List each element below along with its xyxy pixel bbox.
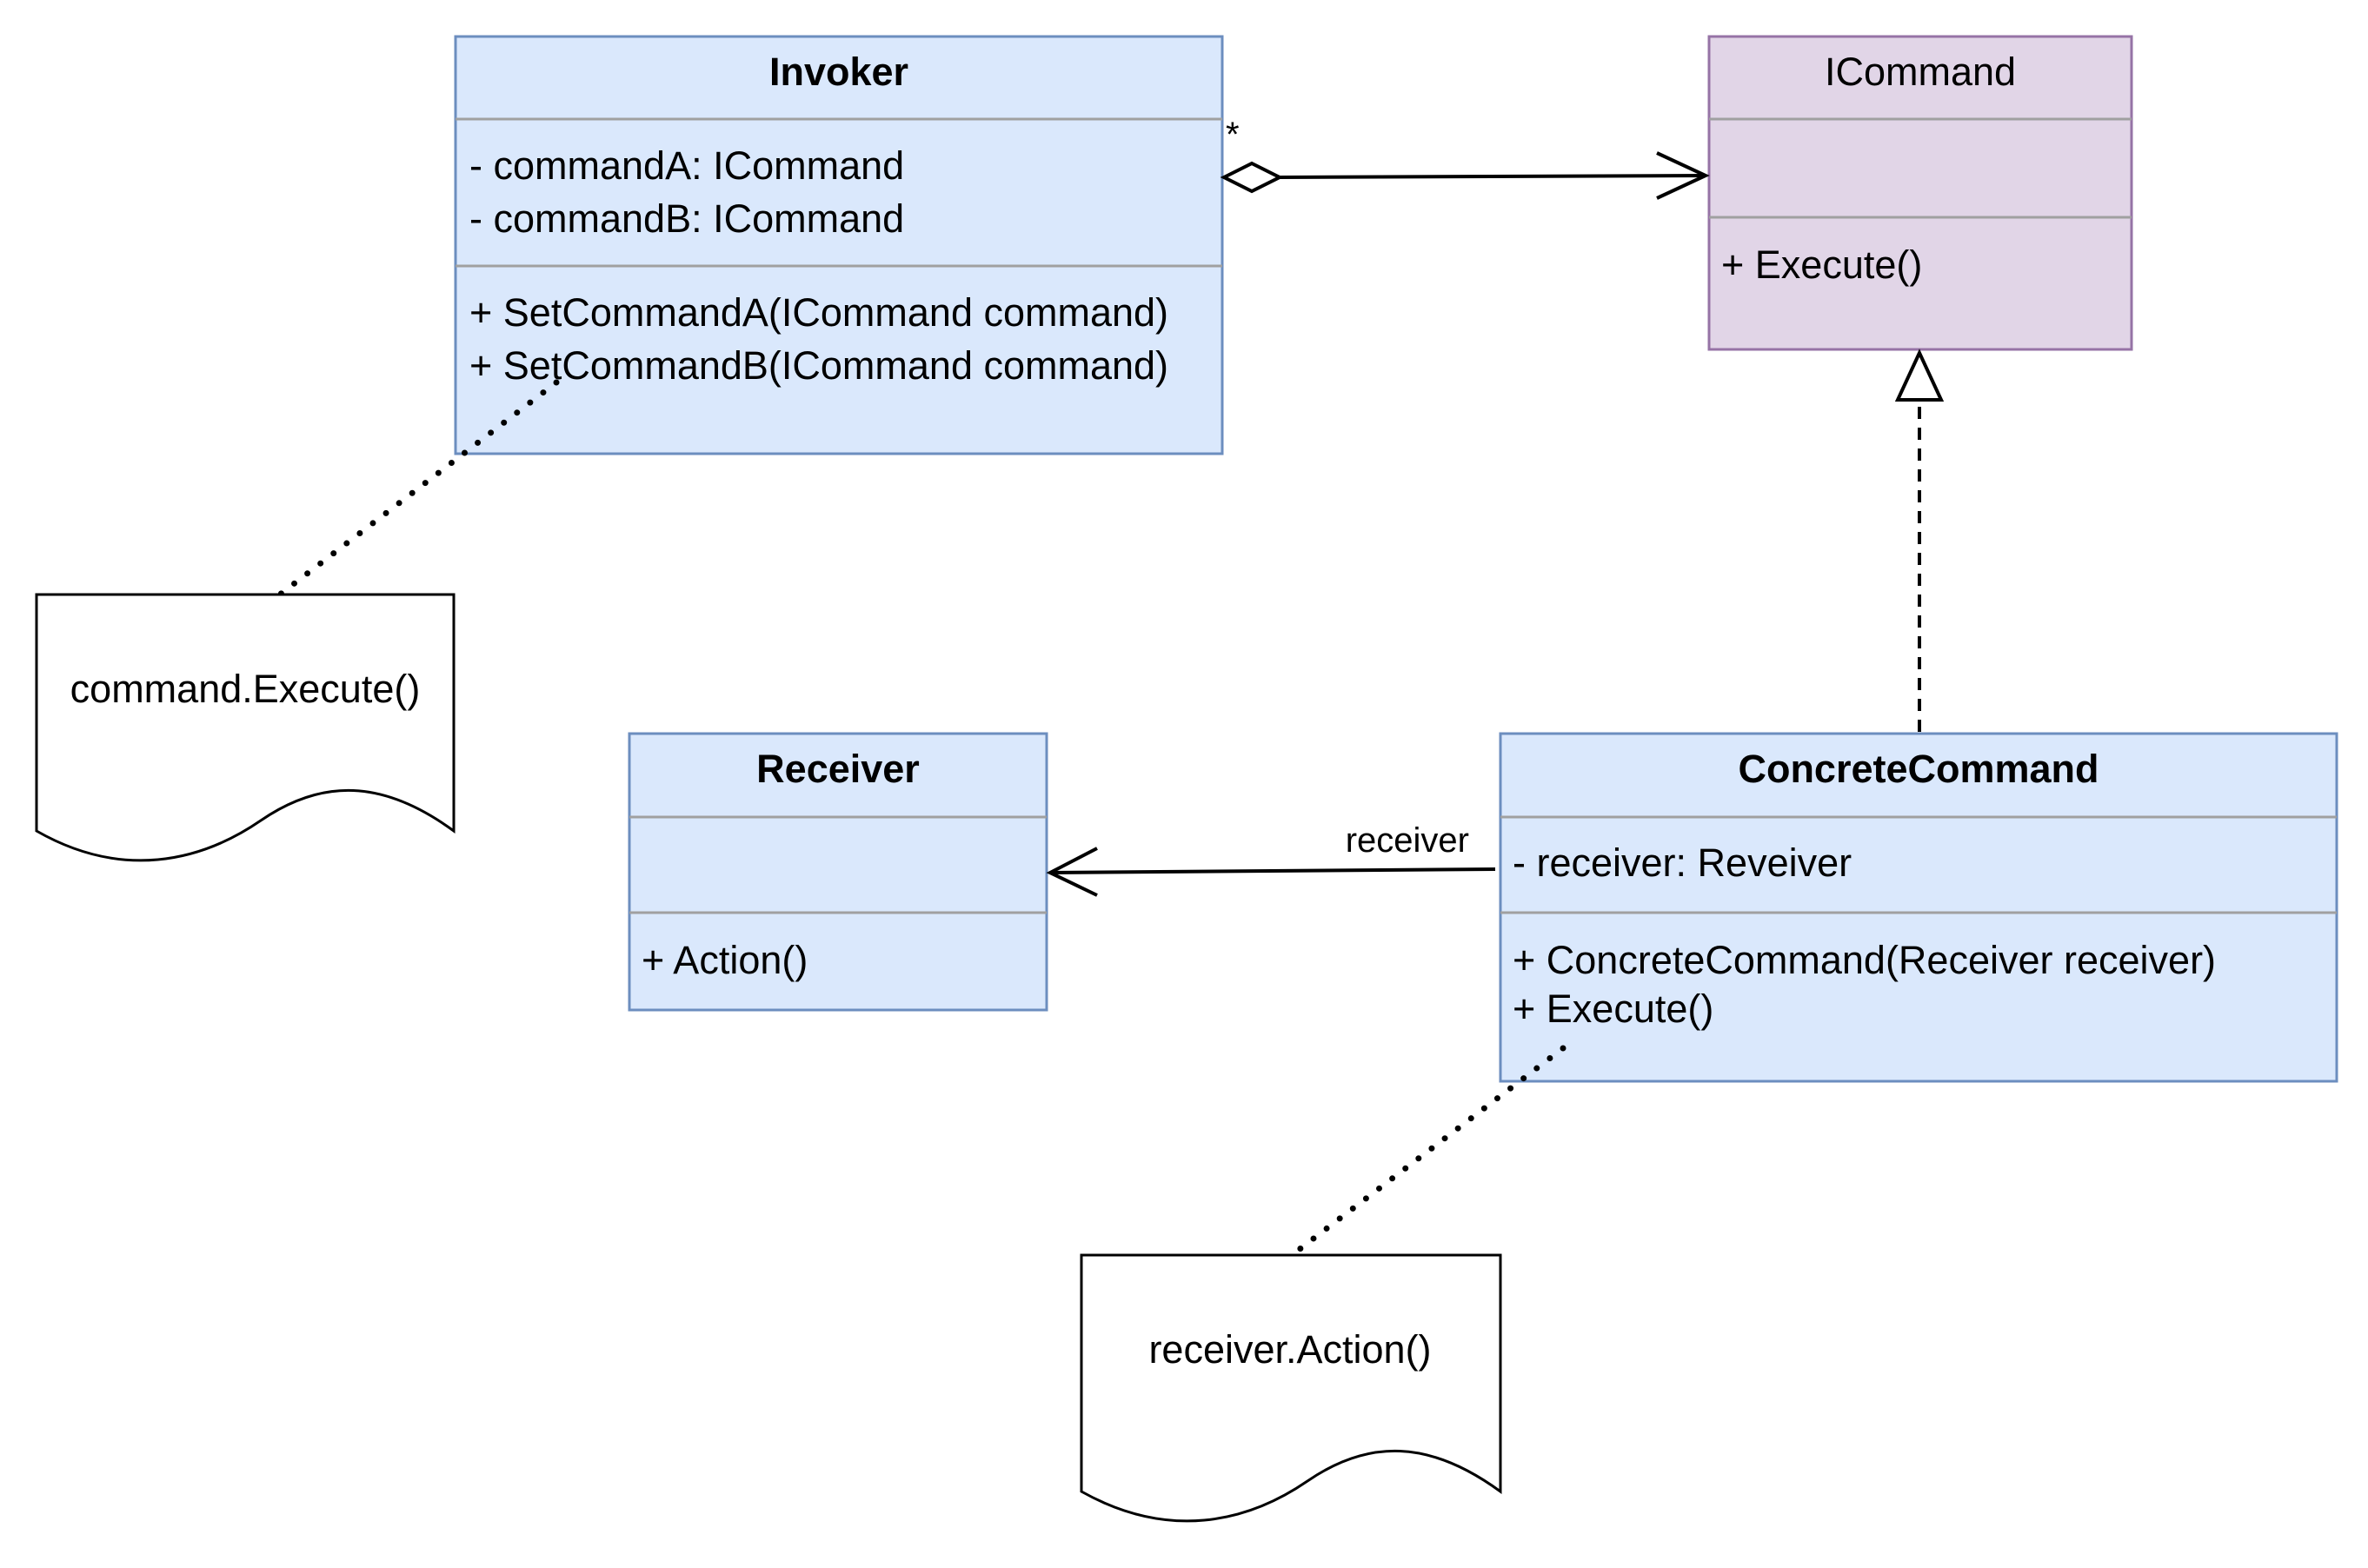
concrete-command-note[interactable]: receiver.Action()	[1080, 1045, 1566, 1523]
association-edge[interactable]: receiver	[1046, 821, 1496, 897]
aggregation-edge[interactable]: *	[1220, 116, 1710, 200]
invoker-name: Invoker	[769, 50, 908, 94]
invoker-note[interactable]: command.Execute()	[35, 379, 560, 862]
receiver-method-0: + Action()	[642, 938, 808, 982]
receiver-class[interactable]: Receiver + Action()	[628, 732, 1048, 1012]
association-arrowhead	[1046, 847, 1098, 897]
concrete-command-note-shape	[1080, 1253, 1502, 1523]
association-label: receiver	[1346, 821, 1469, 860]
concrete-command-box	[1499, 732, 2338, 1083]
invoker-note-connector	[276, 379, 560, 598]
icommand-box	[1707, 35, 2133, 351]
concrete-command-name: ConcreteCommand	[1738, 747, 2099, 791]
concrete-command-class[interactable]: ConcreteCommand - receiver: Reveiver + C…	[1499, 732, 2338, 1083]
receiver-box	[628, 732, 1048, 1012]
aggregation-multiplicity: *	[1226, 116, 1240, 154]
icommand-interface[interactable]: ICommand + Execute()	[1707, 35, 2133, 351]
realization-edge[interactable]	[1894, 349, 1945, 732]
realization-triangle	[1894, 349, 1945, 402]
receiver-name: Receiver	[756, 747, 920, 791]
concrete-command-method-1: + Execute()	[1513, 987, 1713, 1031]
invoker-note-shape	[35, 593, 456, 862]
icommand-name: ICommand	[1825, 50, 2016, 94]
concrete-command-attr-0: - receiver: Reveiver	[1513, 840, 1852, 885]
invoker-box	[454, 35, 1224, 455]
aggregation-arrowhead	[1656, 151, 1710, 200]
icommand-method-0: + Execute()	[1721, 243, 1922, 287]
invoker-method-0: + SetCommandA(ICommand command)	[469, 290, 1168, 335]
concrete-command-note-connector	[1288, 1045, 1566, 1259]
invoker-attr-1: - commandB: ICommand	[469, 196, 904, 241]
concrete-command-method-0: + ConcreteCommand(Receiver receiver)	[1513, 938, 2216, 982]
invoker-method-1: + SetCommandB(ICommand command)	[469, 343, 1168, 388]
aggregation-diamond	[1220, 161, 1284, 194]
aggregation-line	[1279, 174, 1706, 179]
concrete-command-note-text: receiver.Action()	[1148, 1327, 1431, 1372]
invoker-note-text: command.Execute()	[70, 667, 421, 711]
association-line	[1049, 867, 1496, 874]
invoker-attr-0: - commandA: ICommand	[469, 143, 904, 188]
invoker-class[interactable]: Invoker - commandA: ICommand - commandB:…	[454, 35, 1224, 455]
